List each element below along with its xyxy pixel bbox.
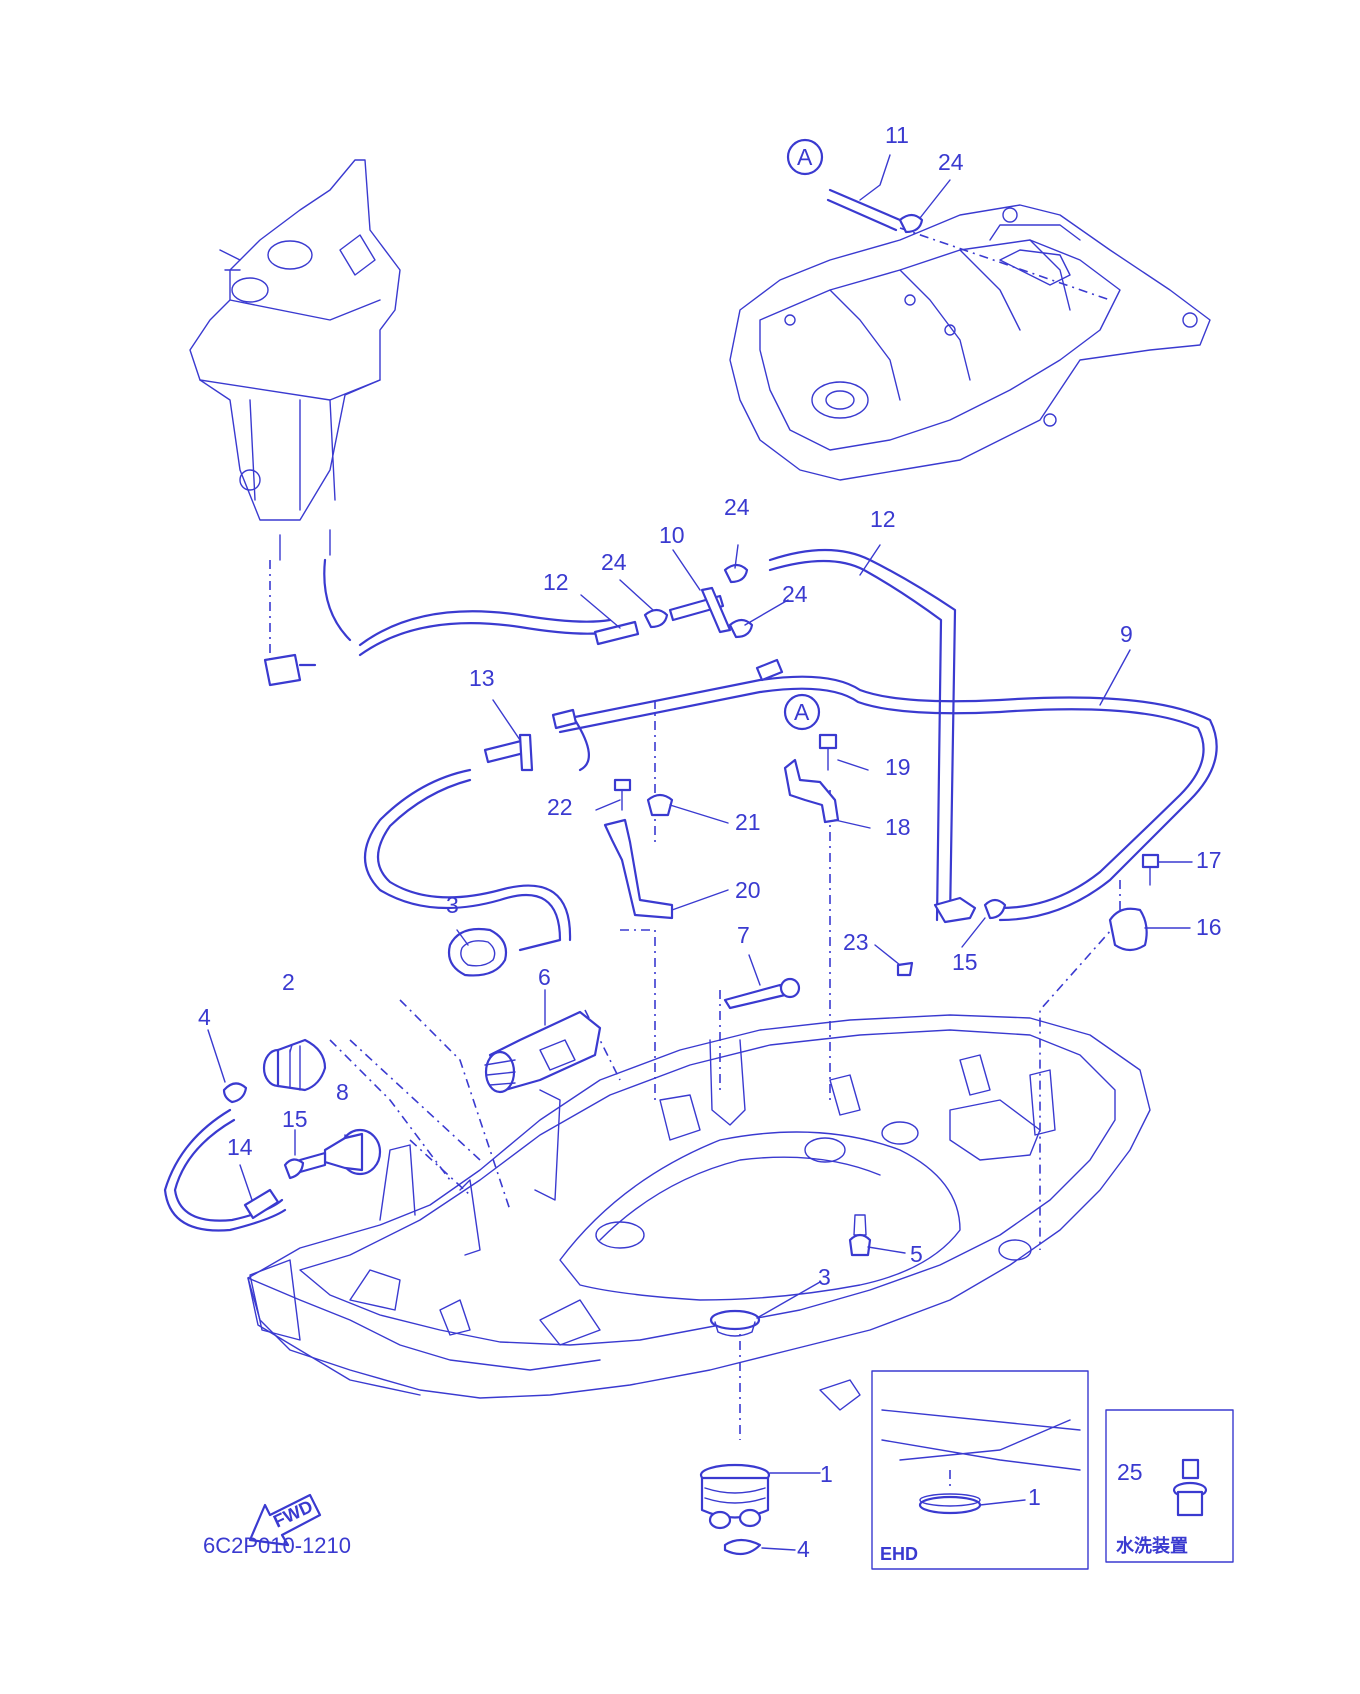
drawing-code: 6C2P010-1210 (203, 1533, 351, 1558)
hose-9 (558, 675, 1218, 922)
leader-lines (329, 700, 1121, 1440)
screw-7 (723, 983, 787, 1010)
fitting-5 (848, 1233, 872, 1257)
label-leaders (207, 154, 1193, 1551)
label-part-24: 24 (601, 549, 627, 575)
clip-23 (896, 961, 914, 977)
tee-13 (483, 733, 534, 772)
label-part-12: 12 (543, 569, 569, 595)
clamp-4-bottom (723, 1538, 762, 1556)
part-number-labels: 11 24 24 12 10 24 12 24 9 13 19 22 21 18… (198, 122, 1222, 1562)
label-part-3: 3 (446, 892, 459, 918)
bolt-19 (818, 733, 838, 750)
clip-16 (1108, 907, 1148, 952)
fitting-15 (933, 896, 977, 924)
label-part-24: 24 (938, 149, 964, 175)
label-part-12: 12 (870, 506, 896, 532)
label-part-4: 4 (198, 1004, 211, 1030)
label-part-3: 3 (818, 1264, 831, 1290)
label-part-14: 14 (227, 1134, 253, 1160)
label-part-25: 25 (1117, 1459, 1143, 1485)
label-part-13: 13 (469, 665, 495, 691)
grommet-3-center (709, 1309, 761, 1331)
svg-text:A: A (794, 699, 810, 725)
hoses (163, 188, 1218, 1232)
hose-12-left (358, 610, 612, 647)
flush-device-label: 水洗装置 (1116, 1535, 1188, 1556)
inset-ehd: EHD (871, 1370, 1089, 1570)
bottom-cowling-drawing (247, 1014, 1151, 1411)
label-part-18: 18 (885, 814, 911, 840)
hose-12-short (593, 620, 640, 646)
label-part-2: 2 (282, 969, 295, 995)
label-part-17: 17 (1196, 847, 1222, 873)
callout-a-mid: A (783, 693, 821, 731)
hose-14-loop (163, 1108, 287, 1232)
label-part-1: 1 (1028, 1484, 1041, 1510)
label-part-11: 11 (885, 122, 909, 148)
callout-a-top: A (786, 138, 824, 176)
grommet-3-top (447, 927, 508, 977)
label-part-24: 24 (724, 494, 750, 520)
label-part-23: 23 (843, 929, 869, 955)
label-part-20: 20 (735, 877, 761, 903)
engine-component-drawing (189, 159, 401, 687)
label-part-22: 22 (547, 794, 573, 820)
fitting-8 (298, 1128, 382, 1176)
label-part-1: 1 (820, 1461, 833, 1487)
clamp-24-left (643, 608, 669, 629)
clamp-24-mid (723, 563, 749, 584)
hose-13-loop (363, 768, 562, 952)
ehd-label: EHD (880, 1544, 918, 1564)
tee-10 (668, 586, 732, 634)
label-part-6: 6 (538, 964, 551, 990)
clamp-4 (222, 1082, 248, 1104)
inset-flush-device: 水洗装置 (1105, 1409, 1234, 1563)
label-part-5: 5 (910, 1241, 923, 1267)
hose-11 (828, 188, 902, 222)
fitting-2 (262, 1038, 327, 1092)
clamp-15 (283, 1158, 305, 1180)
label-part-21: 21 (735, 809, 761, 835)
label-part-7: 7 (737, 922, 750, 948)
hose-14 (243, 1188, 280, 1220)
label-part-19: 19 (885, 754, 911, 780)
label-part-24: 24 (782, 581, 808, 607)
hose-end-11 (755, 658, 784, 682)
svg-text:A: A (797, 144, 813, 170)
label-part-10: 10 (659, 522, 685, 548)
clip-21 (646, 793, 674, 817)
small-parts (222, 213, 1160, 1556)
clamp-24-top (898, 213, 924, 234)
label-part-15: 15 (282, 1106, 308, 1132)
grommet-1 (699, 1463, 771, 1530)
bolt-22 (613, 778, 632, 792)
fitting-6 (484, 1010, 602, 1094)
hose-end-9 (551, 708, 578, 730)
bracket-20 (603, 818, 674, 920)
label-part-9: 9 (1120, 621, 1133, 647)
engine-base-drawing (729, 204, 1211, 481)
label-part-15: 15 (952, 949, 978, 975)
label-part-16: 16 (1196, 914, 1222, 940)
bolt-17 (1141, 853, 1160, 869)
label-part-8: 8 (336, 1079, 349, 1105)
label-part-4: 4 (797, 1536, 810, 1562)
